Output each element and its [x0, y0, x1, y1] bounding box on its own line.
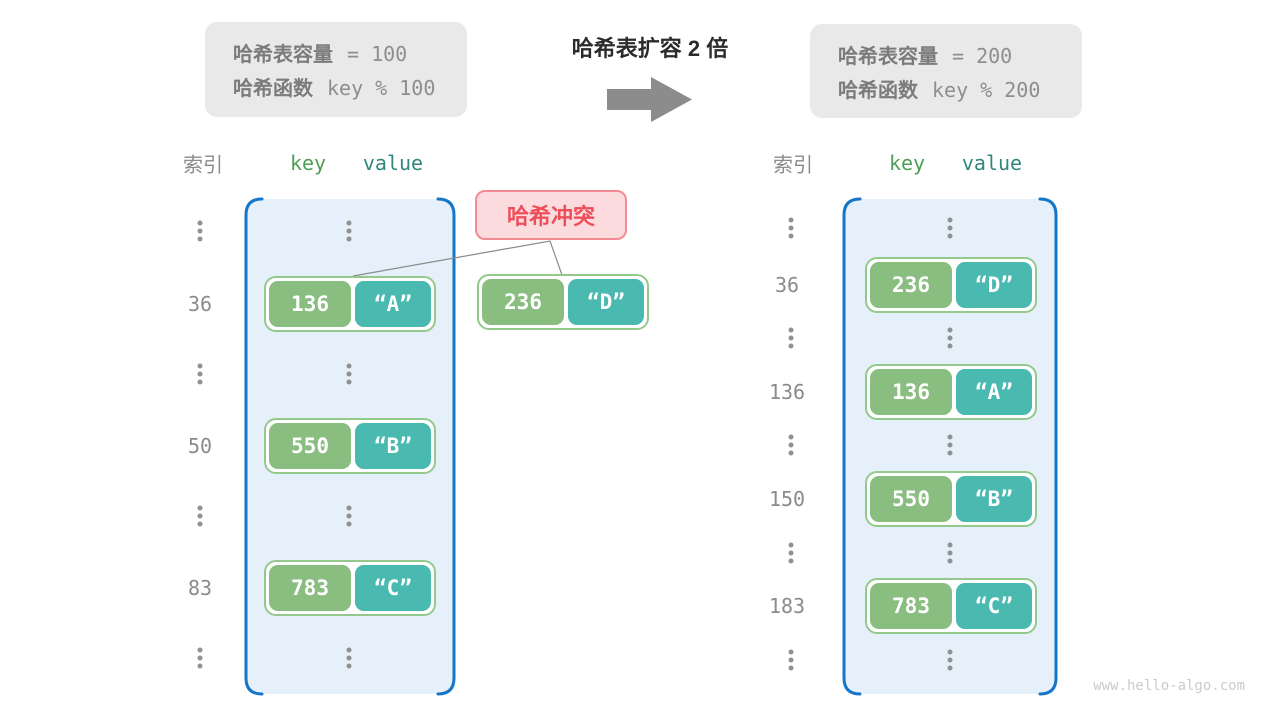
pair-550-B: 550 “B”	[264, 418, 436, 474]
key-cell: 783	[870, 583, 952, 629]
ellipsis-dots	[197, 505, 203, 527]
value-cell: “C”	[956, 583, 1032, 629]
pair-783-C: 783 “C”	[264, 560, 436, 616]
value-cell: “A”	[956, 369, 1032, 415]
key-cell: 236	[482, 279, 564, 325]
expand-title: 哈希表扩容 2 倍	[571, 36, 729, 61]
ellipsis-dots	[947, 434, 953, 456]
value-cell: “C”	[355, 565, 431, 611]
left-index-header: 索引	[183, 154, 223, 177]
key-cell: 550	[269, 423, 351, 469]
ellipsis-dots	[788, 434, 794, 456]
pair-236-D: 236 “D”	[865, 257, 1037, 313]
collision-connector-lines	[352, 240, 563, 277]
ellipsis-dots	[346, 647, 352, 669]
right-bracket-right	[1038, 197, 1058, 696]
value-cell: “A”	[355, 281, 431, 327]
left-index-36: 36	[187, 292, 213, 316]
ellipsis-dots	[947, 327, 953, 349]
right-bracket-left	[842, 197, 862, 696]
hash-fn-label: 哈希函数	[233, 78, 313, 100]
capacity-label: 哈希表容量	[233, 44, 333, 66]
right-capacity-line: 哈希表容量 = 200	[838, 40, 1082, 69]
left-value-header: value	[362, 151, 424, 175]
left-bracket-right	[436, 197, 456, 696]
key-cell: 236	[870, 262, 952, 308]
ellipsis-dots	[197, 220, 203, 242]
ellipsis-dots	[788, 327, 794, 349]
ellipsis-dots	[346, 505, 352, 527]
value-cell: “B”	[355, 423, 431, 469]
ellipsis-dots	[788, 217, 794, 239]
hash-fn-label: 哈希函数	[838, 79, 918, 102]
expand-arrow-icon	[607, 77, 692, 122]
collision-badge: 哈希冲突	[475, 190, 627, 240]
right-value-header: value	[961, 151, 1023, 175]
right-key-header: key	[888, 151, 926, 175]
right-index-150: 150	[768, 487, 806, 511]
pair-236-D-colliding: 236 “D”	[477, 274, 649, 330]
ellipsis-dots	[947, 217, 953, 239]
ellipsis-dots	[346, 363, 352, 385]
ellipsis-dots	[788, 649, 794, 671]
key-cell: 783	[269, 565, 351, 611]
ellipsis-dots	[346, 220, 352, 242]
capacity-label: 哈希表容量	[838, 45, 938, 68]
right-capacity-panel: 哈希表容量 = 200 哈希函数 key % 200	[810, 24, 1082, 118]
right-index-36: 36	[774, 273, 800, 297]
right-index-183: 183	[768, 594, 806, 618]
value-cell: “D”	[568, 279, 644, 325]
watermark-url: www.hello-algo.com	[1093, 678, 1245, 694]
left-capacity-line: 哈希表容量 = 100	[233, 38, 467, 67]
pair-550-B: 550 “B”	[865, 471, 1037, 527]
left-hash-fn-line: 哈希函数 key % 100	[233, 72, 467, 101]
hash-fn-value: key % 100	[327, 76, 436, 100]
value-cell: “B”	[956, 476, 1032, 522]
key-cell: 136	[870, 369, 952, 415]
left-key-header: key	[289, 151, 327, 175]
key-cell: 550	[870, 476, 952, 522]
right-index-136: 136	[768, 380, 806, 404]
capacity-value: = 100	[347, 42, 408, 66]
pair-136-A: 136 “A”	[865, 364, 1037, 420]
key-cell: 136	[269, 281, 351, 327]
capacity-value: = 200	[952, 43, 1013, 68]
left-bracket-left	[244, 197, 264, 696]
pair-783-C: 783 “C”	[865, 578, 1037, 634]
left-capacity-panel: 哈希表容量 = 100 哈希函数 key % 100	[205, 22, 467, 117]
ellipsis-dots	[788, 542, 794, 564]
ellipsis-dots	[947, 542, 953, 564]
value-cell: “D”	[956, 262, 1032, 308]
right-index-header: 索引	[773, 154, 813, 177]
pair-136-A: 136 “A”	[264, 276, 436, 332]
left-index-50: 50	[187, 434, 213, 458]
left-index-83: 83	[187, 576, 213, 600]
right-hash-fn-line: 哈希函数 key % 200	[838, 74, 1082, 103]
ellipsis-dots	[947, 649, 953, 671]
ellipsis-dots	[197, 363, 203, 385]
ellipsis-dots	[197, 647, 203, 669]
hash-fn-value: key % 200	[932, 77, 1041, 102]
